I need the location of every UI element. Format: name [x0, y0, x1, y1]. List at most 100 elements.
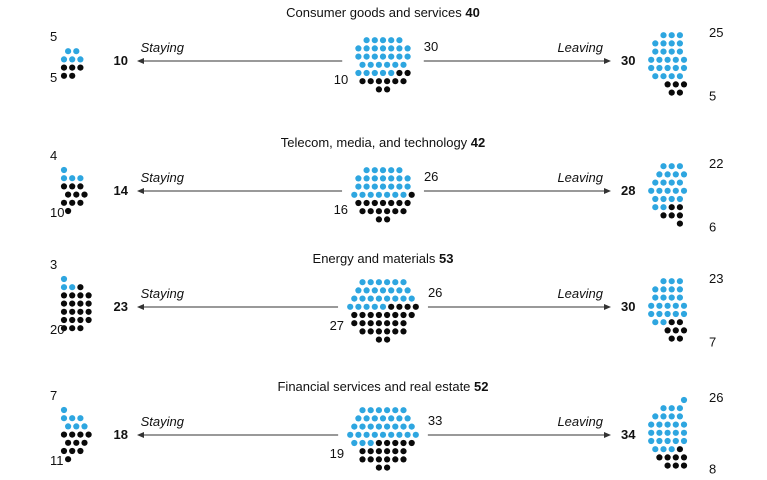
center-blue-dot — [379, 415, 387, 422]
center-blue-dot — [363, 37, 370, 44]
leaving-blue-dot — [660, 40, 667, 47]
center-black-dot — [359, 320, 366, 327]
staying-black-dot — [60, 325, 68, 332]
leaving-label: Leaving — [557, 286, 603, 301]
center-black-dot — [375, 78, 382, 85]
staying-black-dot — [69, 431, 76, 438]
leaving-black-dot — [676, 446, 684, 453]
staying-black-dot — [77, 300, 84, 307]
leaving-black-dot — [676, 89, 684, 96]
leaving-blue-dot — [672, 302, 679, 309]
leaving-blue-dot — [672, 56, 679, 63]
staying-black-dot — [77, 64, 84, 71]
center-black-dot — [400, 78, 407, 85]
staying-blue-dot — [60, 175, 68, 182]
center-blue-dot — [371, 175, 378, 182]
center-blue-dot — [388, 69, 395, 77]
staying-total: 18 — [114, 427, 128, 442]
center-blue-dot — [347, 431, 354, 438]
center-black-dot — [384, 216, 391, 223]
center-blue-dot — [384, 191, 391, 198]
center-blue-dot — [351, 423, 358, 430]
center-blue-dot — [375, 407, 382, 414]
center-blue-dot — [359, 61, 366, 68]
leaving-blue-dot — [660, 73, 667, 80]
staying-black-dot — [73, 191, 80, 198]
leaving-total: 34 — [621, 427, 636, 442]
staying-black-count: 10 — [50, 205, 64, 220]
leaving-blue-dot — [656, 187, 663, 194]
center-black-dot — [388, 199, 395, 207]
staying-blue-dot — [69, 175, 76, 182]
leaving-black-dot — [676, 220, 684, 227]
leaving-blue-dot — [680, 437, 688, 445]
leaving-blue-dot — [652, 204, 659, 211]
staying-blue-count: 4 — [50, 148, 57, 163]
center-blue-dot — [412, 431, 419, 438]
leaving-black-count: 5 — [709, 89, 716, 104]
leaving-black-dot — [676, 319, 684, 326]
staying-black-dot — [85, 300, 92, 307]
leaving-blue-dot — [680, 64, 688, 72]
leaving-blue-dot — [676, 195, 684, 203]
group-title: Telecom, media, and technology 42 — [281, 135, 486, 150]
center-blue-dot — [379, 287, 387, 294]
center-blue-dot — [347, 303, 354, 310]
center-blue-dot — [392, 407, 399, 414]
group-total: 42 — [471, 135, 485, 150]
center-blue-dot — [396, 37, 403, 44]
leaving-blue-dot — [648, 302, 655, 309]
center-blue-count: 26 — [424, 169, 438, 184]
center-blue-dot — [363, 431, 370, 438]
center-black-count: 16 — [334, 202, 348, 217]
center-black-dot — [367, 208, 374, 215]
staying-blue-dot — [60, 284, 68, 291]
staying-blue-dot — [81, 423, 88, 430]
staying-blue-dot — [69, 56, 76, 63]
group-1: Telecom, media, and technology 422616Sta… — [50, 135, 723, 235]
center-blue-count: 30 — [424, 39, 438, 54]
leaving-black-dot — [664, 462, 671, 469]
center-blue-dot — [359, 279, 366, 286]
center-blue-dot — [351, 295, 358, 302]
center-blue-dot — [396, 415, 403, 422]
staying-black-dot — [60, 316, 68, 324]
leaving-blue-dot — [656, 64, 663, 72]
staying-black-dot — [77, 316, 84, 324]
center-blue-dot — [392, 423, 399, 430]
center-blue-dot — [392, 191, 399, 198]
center-black-dot — [384, 208, 391, 215]
leaving-blue-dot — [668, 32, 675, 39]
staying-black-dot — [77, 199, 84, 206]
center-black-dot — [384, 86, 391, 93]
staying-black-dot — [60, 64, 68, 71]
center-blue-dot — [363, 303, 370, 310]
leaving-blue-dot — [652, 319, 659, 326]
center-blue-dot — [396, 175, 403, 182]
leaving-blue-dot — [668, 286, 675, 293]
staying-blue-dot — [60, 415, 68, 422]
center-blue-dot — [404, 175, 411, 182]
leaving-black-dot — [664, 454, 671, 461]
leaving-label: Leaving — [557, 170, 603, 185]
center-blue-dot — [375, 191, 382, 198]
center-black-dot — [388, 303, 395, 310]
leaving-blue-dot — [660, 179, 667, 186]
leaving-blue-dot — [656, 421, 663, 428]
staying-black-dot — [69, 300, 76, 307]
center-blue-dot — [404, 431, 411, 438]
center-blue-dot — [384, 407, 391, 414]
center-blue-dot — [359, 407, 366, 414]
center-blue-dot — [367, 439, 374, 447]
leaving-blue-dot — [668, 405, 675, 412]
center-black-dot — [412, 303, 419, 310]
staying-black-dot — [60, 292, 68, 299]
leaving-blue-dot — [676, 163, 684, 170]
center-blue-dot — [355, 431, 362, 438]
center-blue-dot — [408, 295, 415, 302]
leaving-label: Leaving — [557, 414, 603, 429]
center-blue-dot — [400, 61, 407, 68]
leaving-blue-dot — [652, 195, 659, 203]
center-blue-dot — [388, 37, 395, 44]
